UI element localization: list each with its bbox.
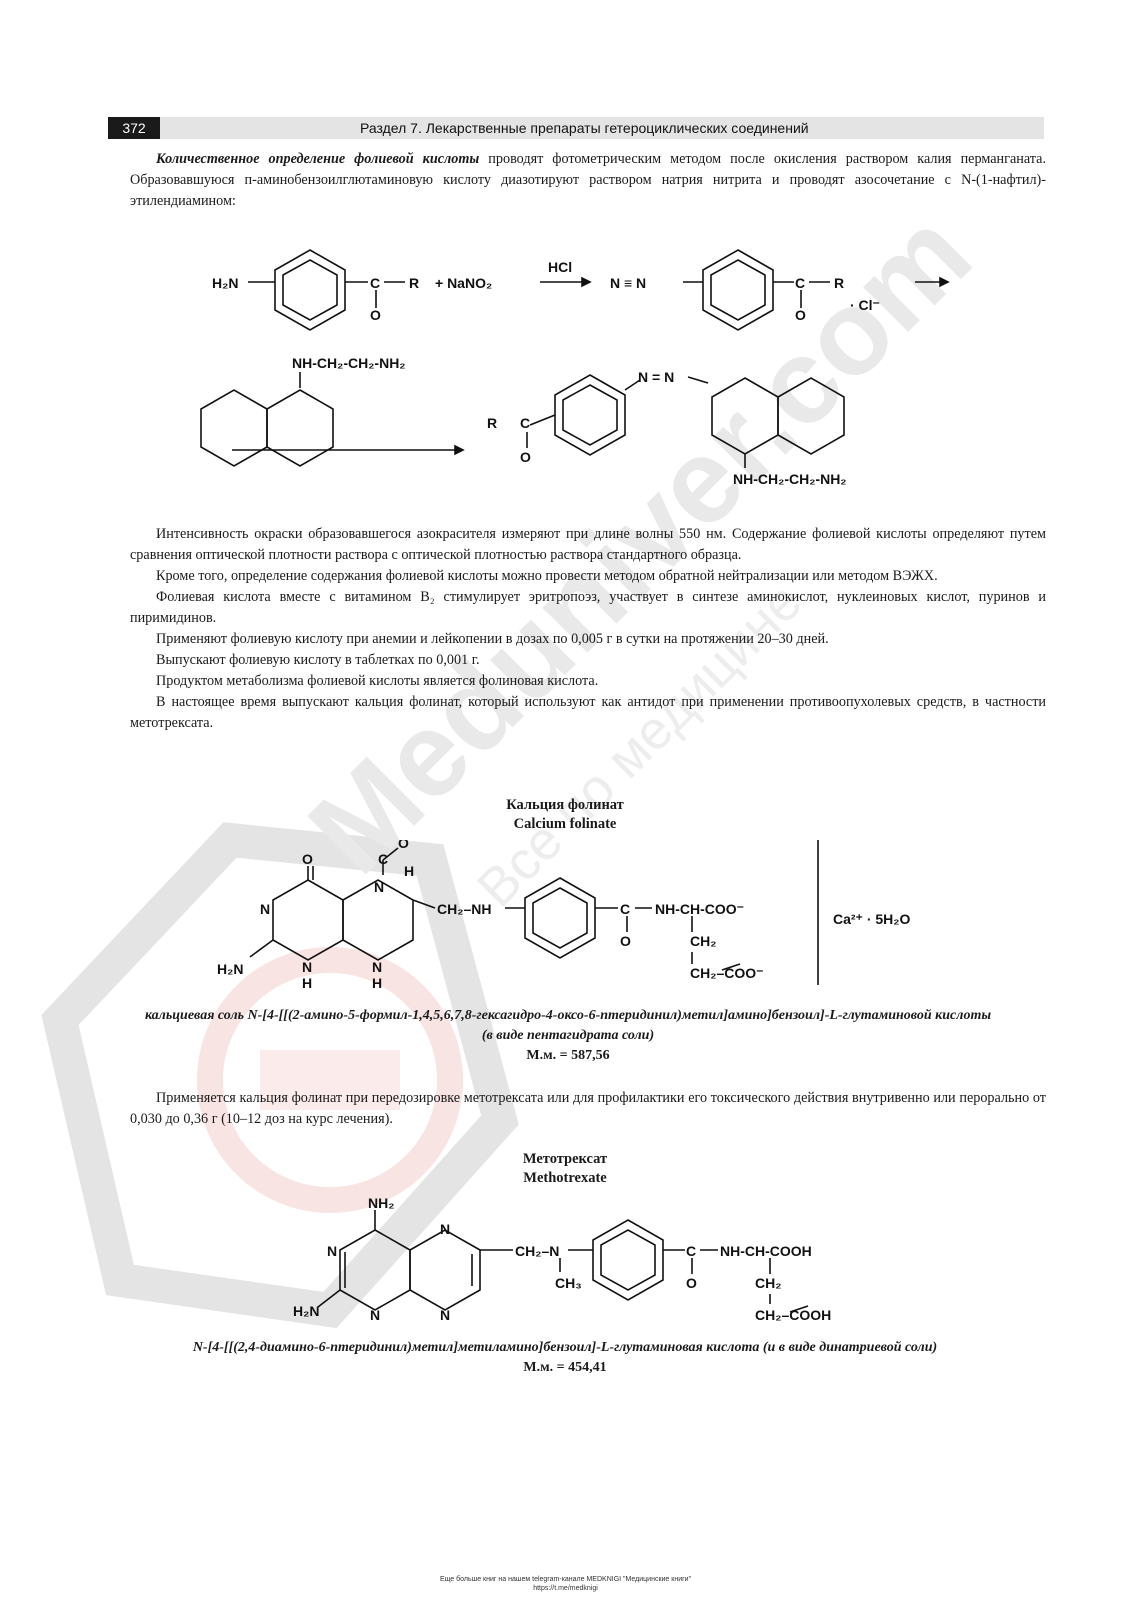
glu-beta: CH₂ [690, 933, 716, 949]
n8: N [440, 1307, 450, 1323]
amide-o: O [686, 1275, 697, 1291]
group-r-2: R [834, 275, 844, 291]
formyl-c: C [378, 851, 388, 867]
carbonyl-c: C [370, 275, 380, 291]
formyl-o: O [398, 840, 409, 851]
page-number: 372 [108, 117, 160, 139]
amide-c: C [686, 1243, 696, 1259]
methotrexate-title-en: Methotrexate [523, 1170, 607, 1186]
n-methyl: CH₃ [555, 1275, 582, 1291]
glu-alpha: NH-CH-COOH [720, 1243, 812, 1259]
formyl-h: H [404, 863, 414, 879]
methotrexate-title-ru: Метотрексат [522, 1151, 608, 1167]
folinate-usage: Применяется кальция фолинат при передози… [130, 1088, 1046, 1130]
chloride: · Cl⁻ [850, 297, 880, 313]
n5: N [440, 1221, 450, 1237]
folinate-iupac-name: кальциевая соль N-[4-[[(2-амино-5-формил… [144, 1008, 992, 1043]
amino-h2n: H₂N [217, 961, 243, 977]
carbonyl-c-2: C [795, 275, 805, 291]
body-paragraph: Кроме того, определение содержания фолие… [156, 568, 938, 584]
body-paragraph: Фолиевая кислота вместе с витамином В₂ с… [130, 589, 1046, 626]
intro-lead: Количественное определение фолиевой кисл… [156, 151, 480, 167]
n1: N [370, 1307, 380, 1323]
n3: N [327, 1243, 337, 1259]
body-paragraph: Выпускают фолиевую кислоту в таблетках п… [156, 652, 480, 668]
folinate-usage-text: Применяется кальция фолинат при передози… [130, 1090, 1046, 1127]
intro-text: проводят фотометрическим методом после о… [130, 151, 1046, 209]
glu-gamma: CH₂–COOH [755, 1307, 831, 1323]
body-text: Интенсивность окраски образовавшегося аз… [130, 524, 1046, 734]
intro-paragraph: Количественное определение фолиевой кисл… [130, 149, 1046, 212]
folinate-name-block: кальциевая соль N-[4-[[(2-амино-5-формил… [118, 1006, 1018, 1066]
calcium-salt: Ca²⁺ · 5H₂O [833, 911, 911, 927]
folinate-title-en: Calcium folinate [513, 816, 617, 832]
body-paragraph: Интенсивность окраски образовавшегося аз… [130, 526, 1046, 563]
amino-4: NH₂ [368, 1195, 394, 1211]
reagent-nano2: + NaNO₂ [435, 275, 492, 291]
methotrexate-name-block: N-[4-[[(2,4-диамино-6-птеридинил)метил]м… [190, 1338, 940, 1378]
calcium-folinate-structure: O C O H N N H₂N N H N H CH₂–NH C O NH-CH… [217, 840, 911, 991]
carbonyl-o: O [370, 307, 381, 323]
amide-c: C [620, 901, 630, 917]
folinate-title-ru: Кальция фолинат [506, 797, 624, 813]
methotrexate-title: Метотрексат Methotrexate [450, 1150, 680, 1188]
n5: N [374, 879, 384, 895]
azo-group: N = N [638, 369, 674, 385]
product-c: C [520, 415, 530, 431]
n1-h: H [302, 975, 312, 991]
diazonium: N ≡ N [610, 275, 646, 291]
ch2nh: CH₂–NH [437, 901, 491, 917]
ch2-n: CH₂–N [515, 1243, 559, 1259]
oxo-o: O [302, 851, 313, 867]
amino-2: H₂N [293, 1303, 319, 1319]
footer-telegram: Еще больше книг на нашем telegram-канале… [439, 1576, 692, 1583]
glu-beta: CH₂ [755, 1275, 781, 1291]
n8: N [372, 959, 382, 975]
folinate-mw: М.м. = 587,56 [526, 1048, 610, 1063]
folinate-title: Кальция фолинат Calcium folinate [450, 796, 680, 834]
body-paragraph: Продуктом метаболизма фолиевой кислоты я… [156, 673, 599, 689]
naphthyl-chain: NH-CH₂-CH₂-NH₂ [292, 355, 406, 371]
n1: N [302, 959, 312, 975]
methotrexate-iupac-name: N-[4-[[(2,4-диамино-6-птеридинил)метил]м… [192, 1340, 938, 1355]
reaction-scheme: H₂N C R O + NaNO₂ HCl N ≡ N C R O · Cl⁻ … [200, 249, 950, 487]
product-chain: NH-CH₂-CH₂-NH₂ [733, 471, 847, 487]
footer: Еще больше книг на нашем telegram-канале… [0, 1575, 1131, 1593]
reagent-hcl: HCl [548, 259, 572, 275]
group-r: R [409, 275, 419, 291]
glu-alpha: NH-CH-COO⁻ [655, 901, 744, 917]
section-title: Раздел 7. Лекарственные препараты гетеро… [360, 120, 809, 136]
methotrexate-structure: NH₂ N N H₂N N N CH₂–N CH₃ C O NH-CH-COOH… [293, 1195, 831, 1323]
n3: N [260, 901, 270, 917]
carbonyl-o-2: O [795, 307, 806, 323]
methotrexate-mw: М.м. = 454,41 [523, 1360, 607, 1375]
reagent-h2n: H₂N [212, 275, 238, 291]
product-o: O [520, 449, 531, 465]
body-paragraph: В настоящее время выпускают кальция фоли… [130, 694, 1046, 731]
header-bar [108, 117, 1044, 139]
body-paragraph: Применяют фолиевую кислоту при анемии и … [156, 631, 829, 647]
amide-o: O [620, 933, 631, 949]
footer-link[interactable]: https://t.me/medknigi [533, 1585, 598, 1592]
n8-h: H [372, 975, 382, 991]
product-r: R [487, 415, 497, 431]
glu-gamma: CH₂–COO⁻ [690, 965, 764, 981]
